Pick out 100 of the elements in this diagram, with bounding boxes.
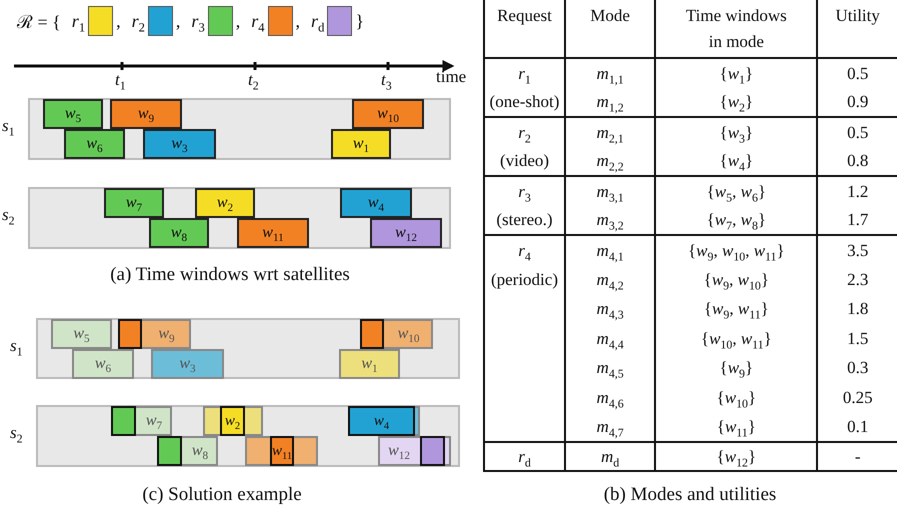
window-label: w$_{5}$ <box>73 325 90 343</box>
time-window-box <box>143 129 216 159</box>
satellite-label: s$_{2}$ <box>10 423 23 443</box>
scheduled-slot <box>420 436 445 466</box>
scheduled-slot <box>270 436 294 466</box>
table-cell: 0.5 <box>847 64 868 83</box>
table-cell: m$_{1,1}$ <box>596 64 624 83</box>
window-label: w$_{7}$ <box>146 412 162 430</box>
window-label: w$_{10}$ <box>398 325 420 343</box>
time-window-box <box>64 129 125 159</box>
table-cell: m$_{4,3}$ <box>596 299 624 318</box>
legend-label: r$_{3}$ <box>191 10 205 32</box>
window-label: w$_{4}$ <box>368 194 384 212</box>
table-cell: {w$_{7}$, w$_{8}$} <box>706 210 766 230</box>
tick-label: t$_{2}$ <box>248 70 259 90</box>
window-label: w$_{8}$ <box>170 224 188 242</box>
window-label: w$_{3}$ <box>179 355 196 373</box>
table-cell: (stereo.) <box>496 210 553 230</box>
table-cell: {w$_{9}$, w$_{10}$, w$_{11}$} <box>688 240 785 260</box>
window-label: w$_{5}$ <box>64 105 82 123</box>
column-header: Utility <box>834 5 881 27</box>
table-cell: 3.5 <box>847 240 868 260</box>
legend-label: r$_{1}$ <box>72 10 86 32</box>
column-header: Mode <box>589 5 631 27</box>
table-cell: {w$_{10}$} <box>716 388 756 407</box>
window-label: w$_{4}$ <box>374 412 390 430</box>
window-label: w$_{7}$ <box>126 194 142 212</box>
table-cell: {w$_{2}$} <box>720 92 754 112</box>
table-cell: r$_{2}$ <box>518 122 531 142</box>
table-cell: {w$_{12}$} <box>716 446 756 466</box>
table-cell: 0.9 <box>847 92 868 112</box>
scheduled-slot <box>157 436 182 466</box>
table-cell: {w$_{9}$} <box>720 358 754 378</box>
column-header: Time windows in mode <box>684 5 788 52</box>
time-window-box <box>104 188 164 218</box>
scheduled-slot <box>360 319 384 349</box>
table-cell: m$_{d}$ <box>601 446 620 466</box>
window-label: w$_{6}$ <box>94 355 112 373</box>
tick-label: t$_{3}$ <box>381 70 392 90</box>
window-label: w$_{3}$ <box>171 135 188 153</box>
table-cell: (periodic) <box>490 270 558 289</box>
time-window-box <box>378 436 451 466</box>
figure-caption: (c) Solution example <box>141 484 303 506</box>
table-cell: {w$_{5}$, w$_{6}$} <box>706 182 766 201</box>
set-notation: , <box>176 10 180 32</box>
table-cell: 1.7 <box>847 210 868 230</box>
time-window-box <box>43 99 103 129</box>
table-cell: m$_{4,1}$ <box>596 240 624 260</box>
window-label: w$_{2}$ <box>216 194 234 212</box>
set-notation: ℛ = { <box>17 11 61 33</box>
table-cell: {w$_{9}$, w$_{11}$} <box>704 299 769 318</box>
time-window-box <box>245 436 318 466</box>
time-window-box <box>203 406 263 436</box>
table-cell: 0.3 <box>847 358 868 378</box>
tick-label: t$_{1}$ <box>115 70 126 90</box>
table-cell: 0.5 <box>847 122 868 142</box>
table-cell: (one-shot) <box>490 92 560 112</box>
window-label: w$_{2}$ <box>224 412 240 430</box>
time-window-box <box>110 99 182 129</box>
table-cell: - <box>854 446 861 466</box>
window-label: w$_{12}$ <box>388 442 410 460</box>
window-label: w$_{9}$ <box>158 325 175 343</box>
window-label: w$_{12}$ <box>395 224 417 242</box>
set-notation: } <box>355 10 364 32</box>
table-cell: m$_{1,2}$ <box>596 92 624 112</box>
window-label: w$_{11}$ <box>262 224 284 242</box>
satellite-label: s$_{1}$ <box>10 336 23 356</box>
time-window-box <box>339 349 400 379</box>
time-window-box <box>111 406 172 436</box>
table-cell: {w$_{10}$, w$_{11}$} <box>700 328 772 348</box>
legend-label: r$_{d}$ <box>311 10 324 32</box>
table-cell: {w$_{9}$, w$_{10}$} <box>704 270 770 289</box>
figure-caption: (b) Modes and utilities <box>602 484 778 506</box>
time-window-box <box>157 436 218 466</box>
legend-label: r$_{2}$ <box>132 10 145 32</box>
scheduled-slot <box>118 319 142 349</box>
table-cell: m$_{4,2}$ <box>596 270 624 289</box>
scheduled-slot <box>111 406 136 436</box>
table-cell: m$_{4,5}$ <box>596 358 624 378</box>
table-cell: 0.1 <box>847 416 868 436</box>
table-cell: m$_{4,4}$ <box>596 328 624 348</box>
table-cell: 0.25 <box>842 388 873 407</box>
table-cell: 2.3 <box>847 270 868 289</box>
set-notation: , <box>236 10 240 32</box>
scheduled-slot <box>220 406 245 436</box>
time-window-box <box>72 349 134 379</box>
time-window-box <box>195 188 255 218</box>
table-cell: r$_{4}$ <box>518 240 531 260</box>
set-notation: , <box>116 10 121 32</box>
window-label: w$_{9}$ <box>138 105 154 123</box>
table-cell: {w$_{11}$} <box>716 416 756 436</box>
set-notation: , <box>296 10 300 32</box>
satellite-label: s$_{2}$ <box>2 205 15 225</box>
table-cell: {w$_{3}$} <box>720 122 754 142</box>
time-window-box <box>360 319 433 349</box>
window-label: w$_{11}$ <box>272 442 292 460</box>
window-label: w$_{1}$ <box>352 135 370 153</box>
window-label: w$_{1}$ <box>361 355 378 373</box>
table-cell: 0.8 <box>847 151 868 170</box>
table-cell: m$_{4,6}$ <box>596 388 624 407</box>
